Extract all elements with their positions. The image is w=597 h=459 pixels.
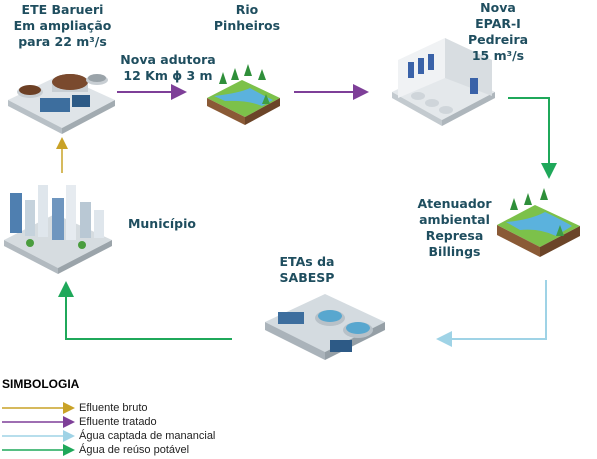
legend-item-efluente-bruto: Efluente bruto xyxy=(79,402,148,414)
city-icon xyxy=(4,185,112,274)
reservoir-icon xyxy=(497,188,580,257)
water-treatment-icon xyxy=(265,294,385,360)
epar-label: Nova EPAR-I Pedreira 15 m³/s xyxy=(467,0,529,63)
industrial-plant-icon xyxy=(392,38,495,126)
legend-title: SIMBOLOGIA xyxy=(2,377,80,391)
legend-item-agua-reuso: Água de reúso potável xyxy=(79,444,190,456)
treatment-plant-icon xyxy=(8,74,115,134)
etas-label: ETAs da SABESP xyxy=(279,254,335,285)
arrow-atenuador-to-etas xyxy=(436,280,547,347)
arrow-etas-to-municipio xyxy=(58,281,232,340)
river-icon xyxy=(207,64,280,125)
arrow-epar-to-atenuador xyxy=(508,97,557,179)
atenuador-label: Atenuador ambiental Represa Billings xyxy=(417,196,492,259)
nova-adutora-label: Nova adutora 12 Km ϕ 3 m xyxy=(120,52,216,83)
legend-item-efluente-tratado: Efluente tratado xyxy=(79,416,157,428)
ete-barueri-label: ETE Barueri Em ampliação para 22 m³/s xyxy=(13,2,112,49)
municipio-label: Município xyxy=(127,216,197,231)
rio-pinheiros-label: Rio Pinheiros xyxy=(213,2,281,33)
legend-item-agua-captada: Água captada de manancial xyxy=(79,430,216,442)
